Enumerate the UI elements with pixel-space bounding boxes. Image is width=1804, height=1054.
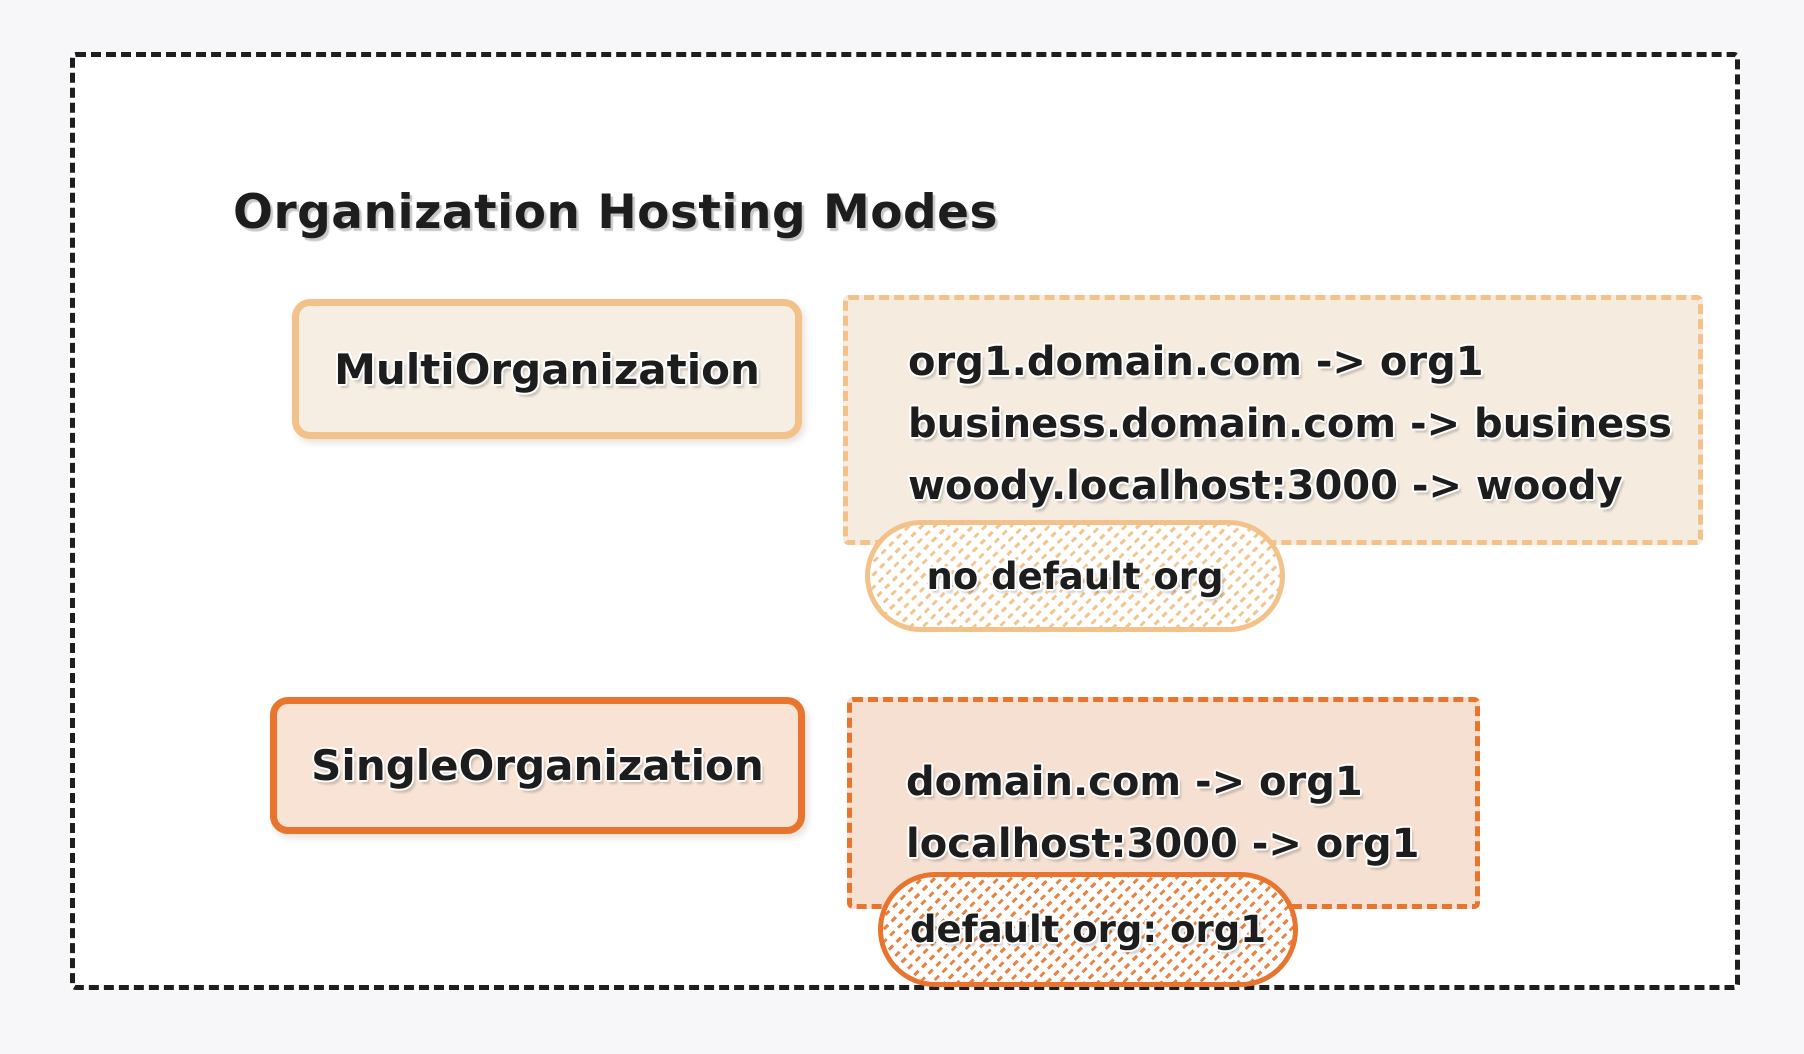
mapping-line: business.domain.com -> business (908, 401, 1672, 447)
multi-organization-badge: no default org (865, 520, 1285, 632)
mode-label-multi: MultiOrganization (334, 344, 760, 394)
mode-label-single: SingleOrganization (311, 741, 764, 790)
single-organization-node: SingleOrganization (270, 697, 805, 834)
mapping-line: org1.domain.com -> org1 (908, 339, 1484, 385)
mapping-line: domain.com -> org1 (906, 759, 1363, 805)
multi-organization-mappings: org1.domain.com -> org1 business.domain.… (843, 295, 1703, 545)
multi-organization-node: MultiOrganization (292, 299, 802, 439)
diagram-frame: Organization Hosting Modes MultiOrganiza… (70, 52, 1740, 990)
single-organization-badge: default org: org1 (878, 872, 1298, 987)
mapping-line: localhost:3000 -> org1 (906, 821, 1420, 867)
diagram-title: Organization Hosting Modes (233, 185, 999, 240)
mapping-line: woody.localhost:3000 -> woody (908, 463, 1623, 509)
